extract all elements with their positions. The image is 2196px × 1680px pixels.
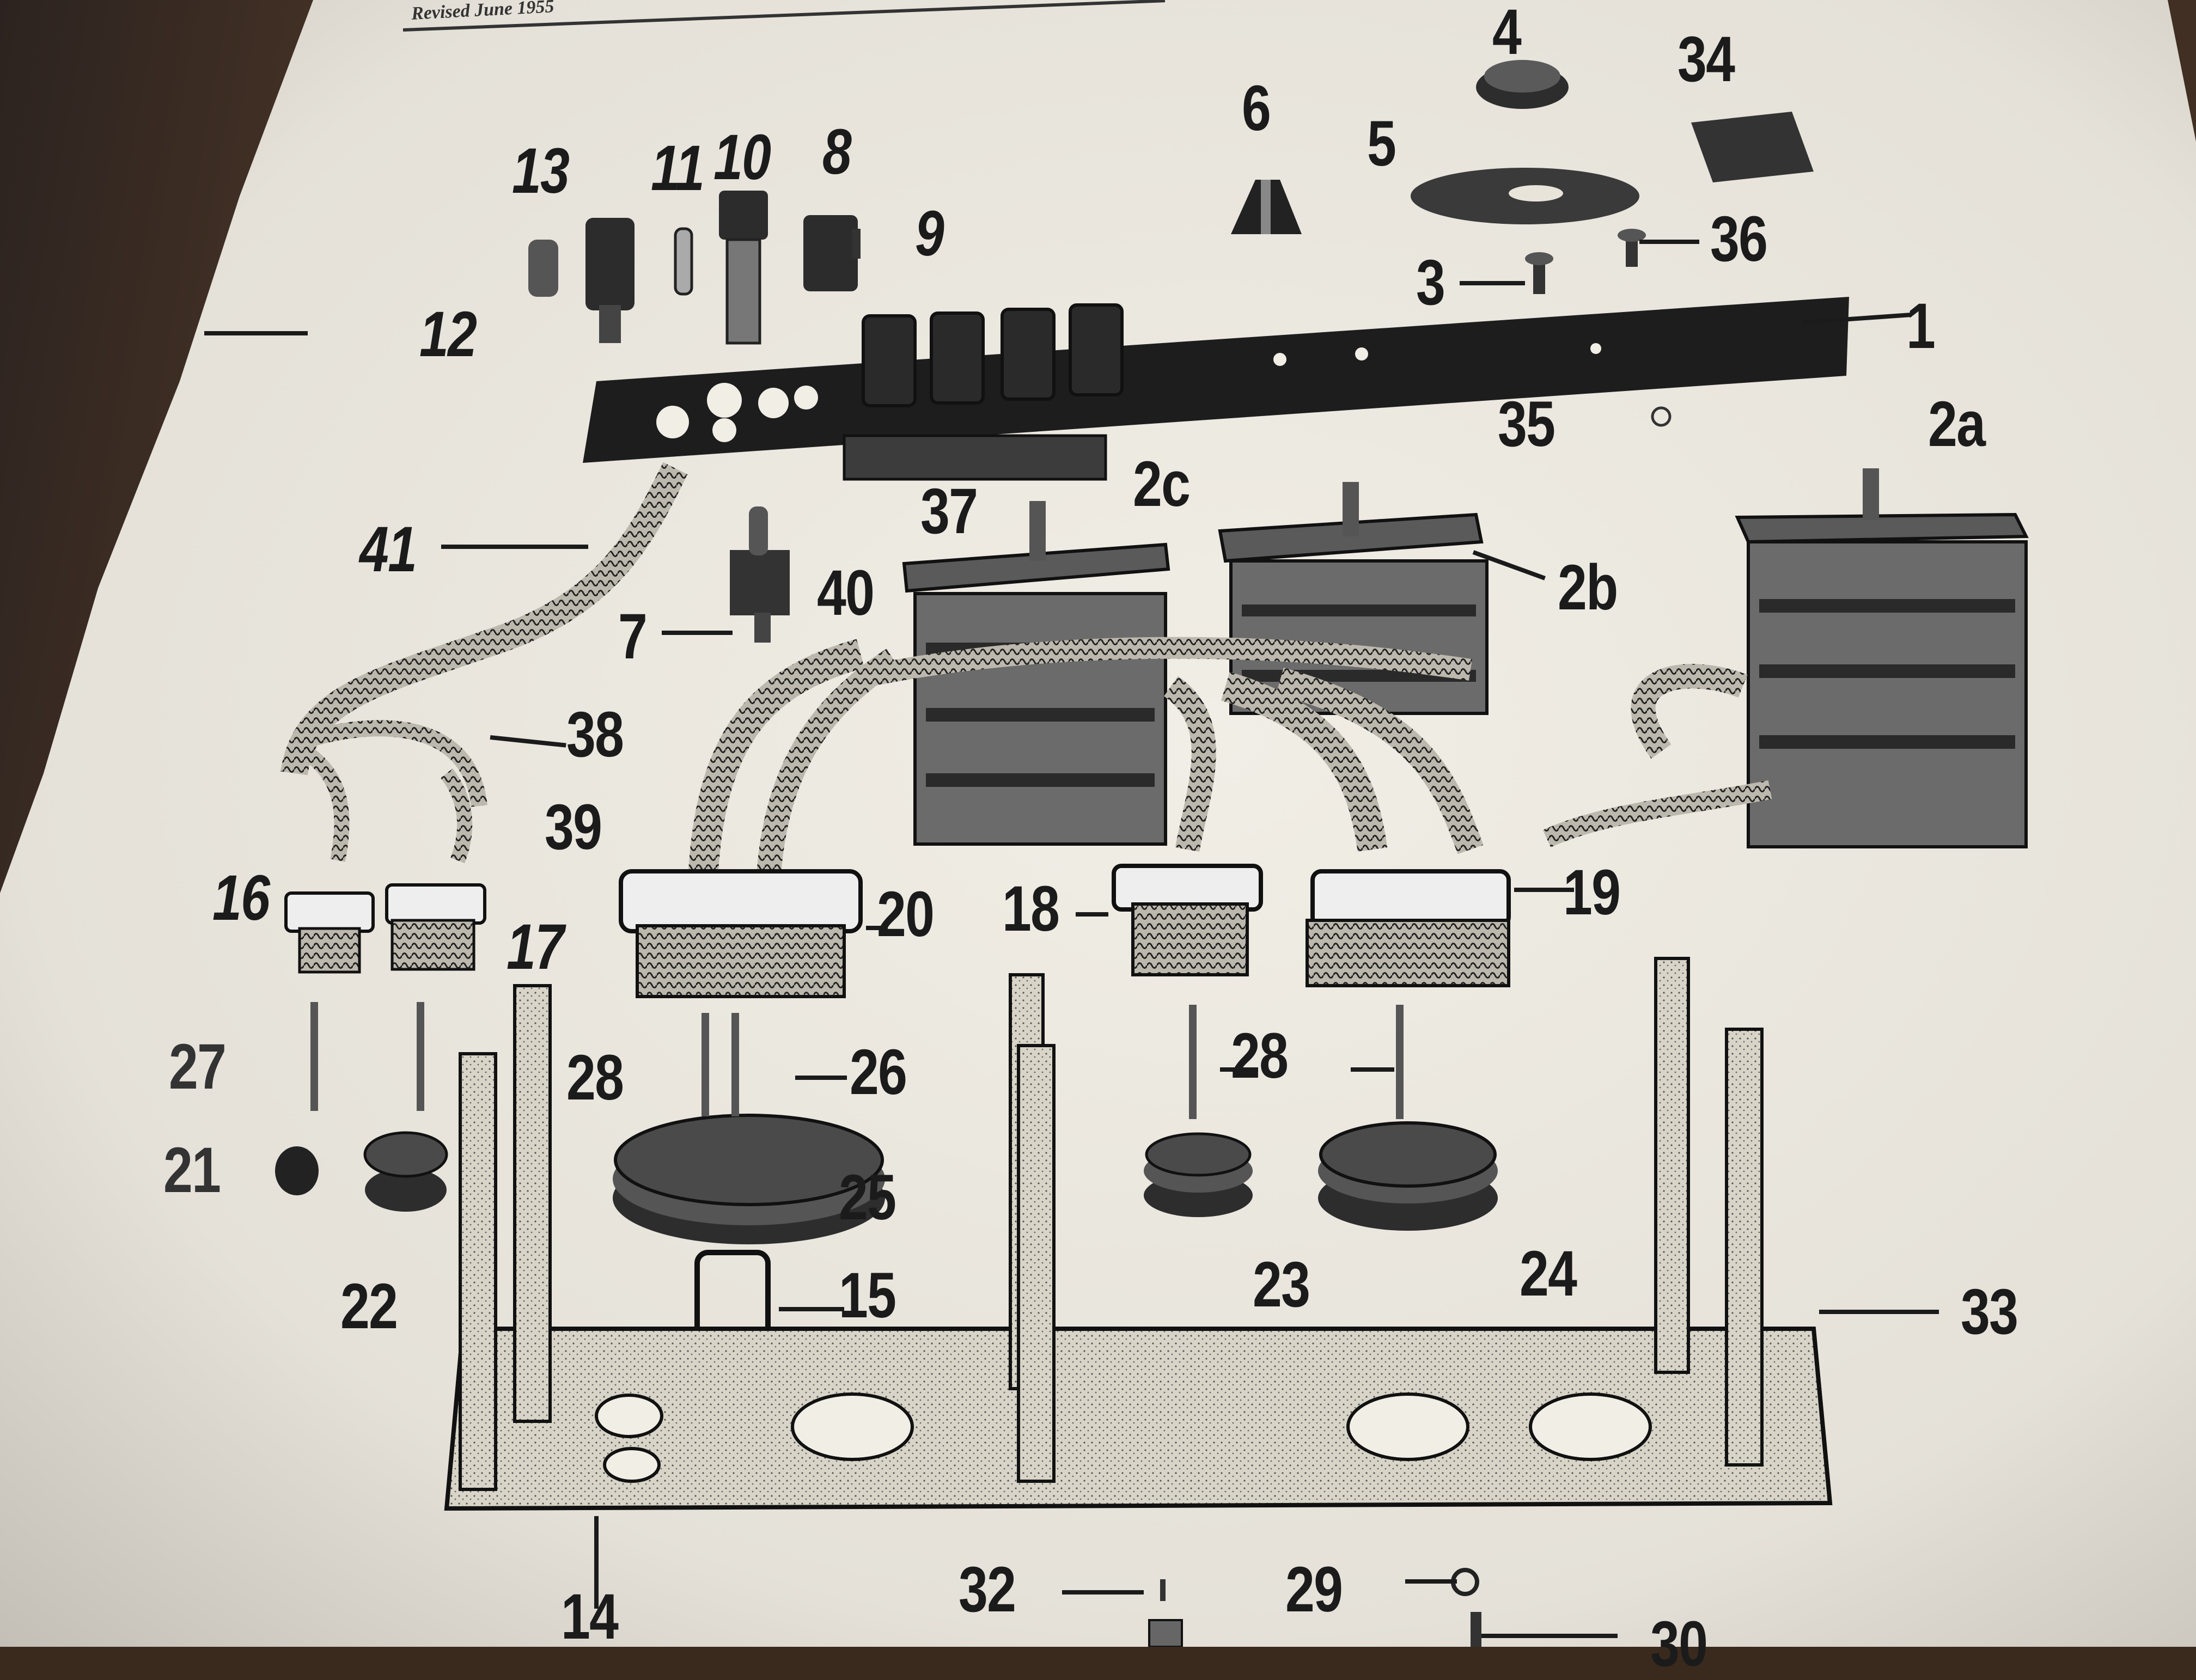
callout-36: 36	[1710, 203, 1768, 275]
callout-29: 29	[1285, 1554, 1343, 1626]
callout-2c: 2c	[1133, 448, 1191, 520]
callout-27: 27	[169, 1031, 227, 1103]
leader-line	[662, 631, 733, 635]
leader-line	[1481, 1634, 1618, 1638]
connectors	[284, 864, 1511, 998]
callout-4: 4	[1492, 0, 1522, 68]
front-panel-1	[583, 297, 1849, 463]
callout-39: 39	[545, 791, 602, 863]
callout-16: 16	[212, 862, 270, 934]
switch-assembly-2b	[1218, 482, 1489, 715]
leader-line	[1514, 888, 1574, 892]
callout-17: 17	[507, 911, 564, 983]
callout-21: 21	[163, 1134, 221, 1206]
callout-26: 26	[850, 1036, 907, 1108]
callout-28-right: 28	[1231, 1020, 1289, 1092]
callout-20: 20	[877, 878, 935, 950]
leader-line	[779, 1307, 844, 1311]
callout-28-left: 28	[566, 1042, 624, 1114]
leader-line	[1460, 281, 1525, 285]
callout-40: 40	[817, 557, 875, 629]
callout-9: 9	[915, 198, 944, 270]
hardware-29-30-32	[1148, 1568, 1481, 1647]
callout-25: 25	[839, 1162, 896, 1233]
chassis-base-14	[444, 1327, 1833, 1511]
leader-line	[1351, 1067, 1394, 1072]
cable-harness-41	[280, 462, 688, 864]
dial-5	[1411, 168, 1639, 224]
callout-18: 18	[1002, 873, 1060, 945]
callout-2a: 2a	[1928, 388, 1986, 460]
callout-23: 23	[1253, 1249, 1310, 1321]
leader-line	[1220, 1067, 1258, 1072]
callout-35: 35	[1498, 388, 1555, 460]
callout-5: 5	[1367, 108, 1396, 180]
leader-line	[866, 926, 888, 930]
knob-4	[1476, 60, 1569, 109]
callout-14: 14	[561, 1581, 619, 1653]
leader-line	[204, 331, 308, 335]
leader-line	[1819, 1310, 1939, 1314]
panel-switches	[843, 303, 1124, 481]
small-parts-8-13	[528, 191, 861, 345]
callout-37: 37	[920, 475, 978, 547]
callout-32: 32	[959, 1554, 1016, 1626]
callout-13: 13	[512, 135, 570, 207]
callout-11: 11	[651, 132, 705, 204]
callout-24: 24	[1520, 1238, 1577, 1310]
wiring-bundles	[687, 637, 1484, 889]
callout-15: 15	[839, 1260, 896, 1331]
leader-line	[1639, 240, 1699, 244]
callout-19: 19	[1563, 857, 1621, 928]
callout-7: 7	[618, 601, 648, 673]
switch-assembly-2a	[1542, 468, 2029, 848]
callout-3: 3	[1416, 247, 1445, 319]
plate-34	[1691, 112, 1814, 182]
standoff-posts-33	[459, 957, 1764, 1491]
callout-30: 30	[1650, 1608, 1708, 1680]
leader-line	[441, 545, 588, 549]
callout-22: 22	[340, 1270, 398, 1342]
callout-34: 34	[1677, 23, 1735, 95]
toggle-switch-7	[730, 506, 790, 643]
callout-8: 8	[822, 116, 852, 188]
callout-2b: 2b	[1558, 552, 1618, 624]
callout-12: 12	[419, 298, 477, 370]
callout-10: 10	[713, 121, 771, 193]
callout-33: 33	[1961, 1276, 2018, 1348]
leader-line	[1405, 1579, 1457, 1584]
knob-6	[1231, 180, 1302, 234]
leader-line	[795, 1076, 847, 1080]
contact-inserts	[275, 1002, 1498, 1380]
callout-38: 38	[566, 699, 624, 771]
leader-line	[1076, 912, 1108, 917]
callout-1: 1	[1906, 290, 1936, 362]
screws-3-36	[1525, 229, 1672, 427]
leader-line	[1062, 1590, 1144, 1595]
callout-6: 6	[1242, 72, 1271, 144]
callout-41: 41	[359, 514, 417, 585]
